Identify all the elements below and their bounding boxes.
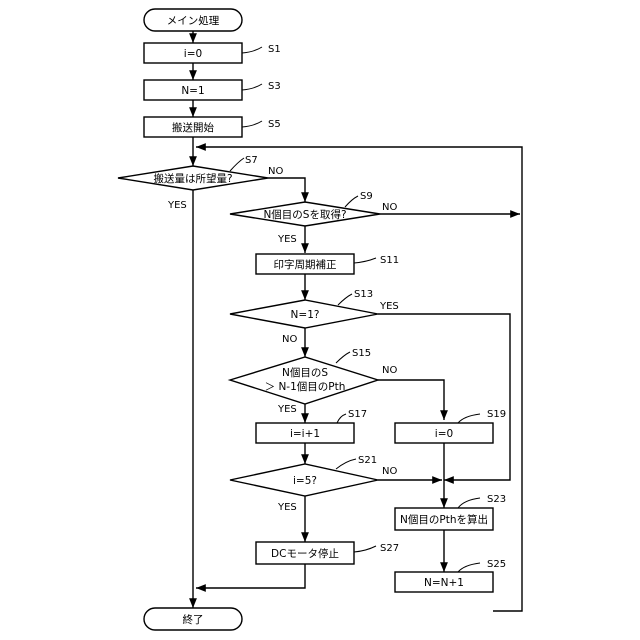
step-s17-text: i=i+1 bbox=[290, 428, 320, 440]
decision-s7-yes: YES bbox=[167, 200, 187, 211]
decision-s9: N個目のSを取得? S9 NO YES bbox=[230, 191, 397, 245]
decision-s21-label: S21 bbox=[358, 455, 377, 466]
step-s19-text: i=0 bbox=[435, 428, 453, 440]
step-s19-label: S19 bbox=[487, 409, 506, 420]
step-s3-text: N=1 bbox=[181, 85, 204, 97]
end-text: 終了 bbox=[183, 613, 204, 626]
decision-s13-label: S13 bbox=[354, 289, 373, 300]
decision-s15-text-line1: N個目のS bbox=[282, 366, 328, 379]
step-s27-label: S27 bbox=[380, 543, 399, 554]
step-s3-label: S3 bbox=[268, 81, 281, 92]
step-s5-label: S5 bbox=[268, 119, 281, 130]
step-s23-text: N個目のPthを算出 bbox=[400, 513, 488, 526]
decision-s15-yes: YES bbox=[277, 404, 297, 415]
decision-s13-text: N=1? bbox=[291, 309, 320, 321]
decision-s7-text: 搬送量は所望量? bbox=[153, 172, 232, 185]
decision-s21-no: NO bbox=[382, 466, 397, 477]
decision-s7: 搬送量は所望量? S7 NO YES bbox=[118, 155, 283, 211]
step-s3: N=1 S3 bbox=[144, 80, 281, 100]
step-s17-label: S17 bbox=[348, 409, 367, 420]
decision-s13-yes: YES bbox=[379, 301, 399, 312]
decision-s13: N=1? S13 YES NO bbox=[230, 289, 399, 345]
step-s5: 搬送開始 S5 bbox=[144, 117, 281, 137]
step-s1: i=0 S1 bbox=[144, 43, 281, 63]
start-text: メイン処理 bbox=[167, 14, 220, 27]
step-s23: N個目のPthを算出 S23 bbox=[395, 494, 506, 530]
end-terminal: 終了 bbox=[144, 608, 242, 630]
decision-s15-label: S15 bbox=[352, 348, 371, 359]
step-s1-label: S1 bbox=[268, 44, 281, 55]
decision-s13-no: NO bbox=[282, 334, 297, 345]
step-s27: DCモータ停止 S27 bbox=[256, 542, 399, 564]
decision-s9-yes: YES bbox=[277, 234, 297, 245]
step-s19: i=0 S19 bbox=[395, 409, 506, 443]
decision-s21-yes: YES bbox=[277, 502, 297, 513]
decision-s15-no: NO bbox=[382, 365, 397, 376]
step-s11-label: S11 bbox=[380, 255, 399, 266]
decision-s15: N個目のS ＞ N-1個目のPth S15 NO YES bbox=[230, 348, 397, 415]
step-s25-text: N=N+1 bbox=[424, 577, 464, 589]
step-s25-label: S25 bbox=[487, 559, 506, 570]
step-s1-text: i=0 bbox=[184, 48, 202, 60]
step-s23-label: S23 bbox=[487, 494, 506, 505]
step-s11: 印字周期補正 S11 bbox=[256, 254, 399, 274]
decision-s9-label: S9 bbox=[360, 191, 373, 202]
step-s11-text: 印字周期補正 bbox=[274, 258, 337, 271]
step-s5-text: 搬送開始 bbox=[172, 121, 214, 134]
step-s27-text: DCモータ停止 bbox=[271, 547, 339, 560]
decision-s21-text: i=5? bbox=[293, 475, 317, 487]
start-terminal: メイン処理 bbox=[144, 9, 242, 31]
step-s17: i=i+1 S17 bbox=[256, 409, 367, 443]
decision-s7-no: NO bbox=[268, 166, 283, 177]
decision-s9-text: N個目のSを取得? bbox=[263, 208, 346, 221]
decision-s7-label: S7 bbox=[245, 155, 258, 166]
decision-s21: i=5? S21 NO YES bbox=[230, 455, 397, 513]
step-s25: N=N+1 S25 bbox=[395, 559, 506, 592]
decision-s9-no: NO bbox=[382, 202, 397, 213]
decision-s15-text-line2: ＞ N-1個目のPth bbox=[265, 380, 346, 393]
